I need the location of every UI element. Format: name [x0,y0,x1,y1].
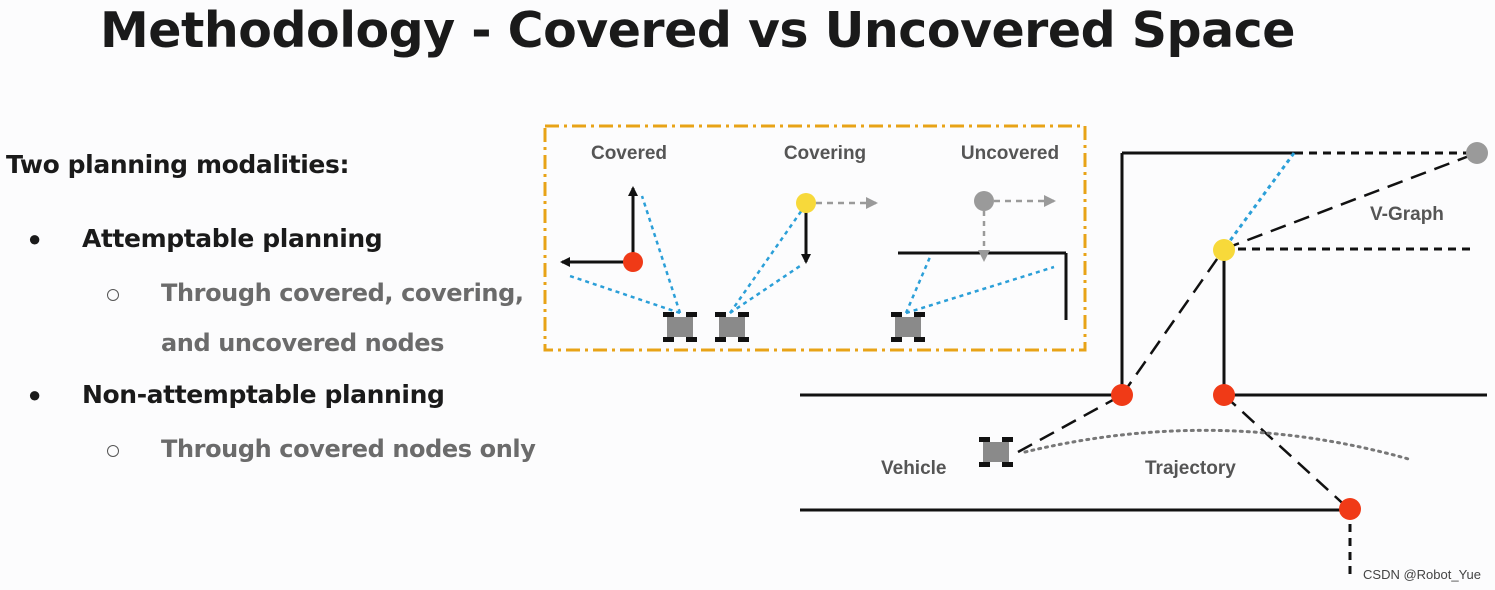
vehicle-icon [715,312,749,342]
label-vgraph: V-Graph [1370,204,1444,225]
covered-example [560,186,697,342]
bullet-attemptable: Attemptable planning [82,224,383,253]
bullet-dot: ● [28,226,42,251]
label-covering: Covering [784,143,866,164]
vehicle-icon [891,312,925,342]
uncovered-node [1466,142,1488,164]
vehicle-icon [663,312,697,342]
sub-non-attemptable: Through covered nodes only [161,435,536,463]
covering-node [1213,239,1235,261]
legend-box-border [543,124,1087,352]
label-covered: Covered [591,143,667,164]
uncovered-example [891,191,1068,342]
label-vehicle: Vehicle [881,458,947,479]
scene-diagram: V-Graph Vehicle Trajectory [800,142,1488,578]
covered-node [1213,384,1235,406]
sub-attemptable-line-1: Through covered, covering, [161,279,524,307]
watermark: CSDN @Robot_Yue [1363,567,1481,582]
sub-bullet-ring [107,445,119,457]
sub-bullet-ring [107,289,119,301]
label-uncovered: Uncovered [961,143,1059,164]
modalities-heading: Two planning modalities: [6,150,350,179]
trajectory-path [1023,428,1414,462]
covered-node [1339,498,1361,520]
vehicle-icon [979,437,1013,467]
covered-node [1111,384,1133,406]
sub-attemptable-line-2: and uncovered nodes [161,329,444,357]
slide-title: Methodology - Covered vs Uncovered Space [100,2,1295,59]
covering-example [715,193,878,342]
bullet-non-attemptable: Non-attemptable planning [82,380,445,409]
label-trajectory: Trajectory [1145,458,1236,479]
bullet-dot: ● [28,382,42,407]
